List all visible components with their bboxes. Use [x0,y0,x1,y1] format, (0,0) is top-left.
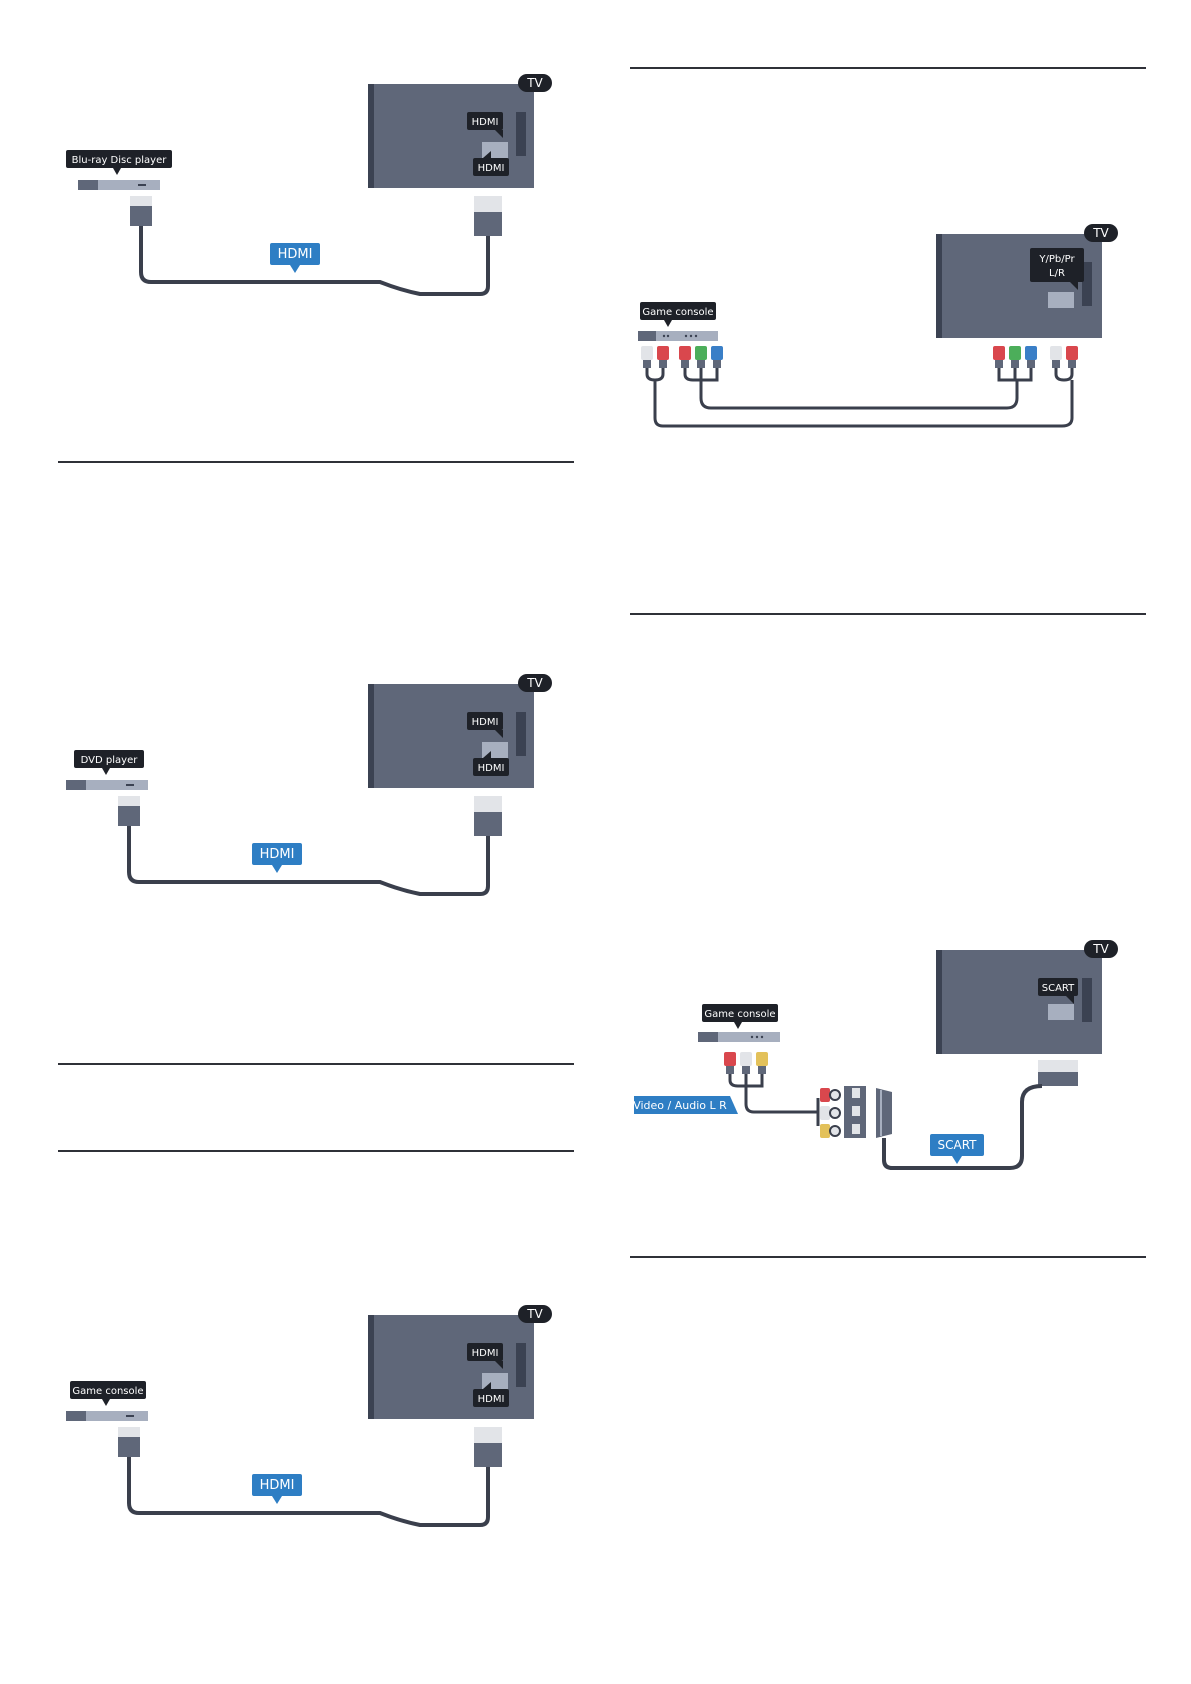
divider [630,67,1146,69]
game-console: Game console [638,302,718,341]
hdmi-plug-right-body [474,812,502,836]
tv-badge: TV [526,676,543,690]
tv-port-label-line1: Y/Pb/Pr [1038,254,1075,265]
cable-badge: HDMI [260,1478,295,1493]
bluray-player: Blu-ray Disc player [66,150,172,190]
hdmi-plug-left-body [118,1437,140,1457]
dvd-hdmi-diagram: HDMI HDMI TV DVD player HDMI [66,674,552,896]
game-console: Game console [66,1381,148,1421]
hdmi-plug-left [130,196,152,206]
tv-port-label: SCART [1042,983,1075,994]
cable-badge: HDMI [278,247,313,262]
rca-cable [728,1074,820,1126]
scart-plug-adapter [876,1088,892,1138]
tv: HDMI HDMI TV [368,1305,552,1419]
hdmi-plug-right [474,1427,502,1443]
hdmi-plug-left [118,1427,140,1437]
game-console-ypbpr-diagram: Y/Pb/Pr L/R TV Game console [638,224,1118,428]
tv-port-label-line2: L/R [1049,268,1065,279]
tv-badge: TV [1092,226,1109,240]
game-console: Game console [698,1004,780,1042]
tv-port-label-top: HDMI [472,1348,499,1359]
dvd-player: DVD player [66,750,148,790]
hdmi-plug-right-body [474,212,502,236]
cable-badge: SCART [938,1138,978,1152]
divider [58,461,574,463]
scart-cable [882,1084,1043,1170]
hdmi-cable [139,226,490,296]
tv-port-label-bottom: HDMI [478,1394,505,1405]
game-console-scart-diagram: SCART TV Game console Video / Audio L R [633,940,1118,1170]
tv: HDMI HDMI TV [368,74,552,188]
rca-plugs-tv [993,346,1078,368]
divider [630,613,1146,615]
device-label: Game console [642,307,713,318]
tv-port-label-top: HDMI [472,717,499,728]
hdmi-plug-left-body [130,206,152,226]
hdmi-cable [127,826,490,896]
hdmi-plug-left-body [118,806,140,826]
hdmi-plug-right [474,796,502,812]
bluray-hdmi-diagram: HDMI HDMI TV Blu-ray Disc player HDMI [66,74,552,296]
divider [58,1063,574,1065]
rca-plugs-device [724,1052,768,1074]
tv-port-label-bottom: HDMI [478,763,505,774]
adapter-label: Video / Audio L R [633,1099,727,1112]
device-label: DVD player [81,755,139,766]
tv: SCART TV [936,940,1118,1054]
hdmi-plug-left [118,796,140,806]
scart-plug-tv [1038,1060,1078,1086]
device-label: Game console [72,1386,143,1397]
game-console-hdmi-diagram: HDMI HDMI TV Game console HDMI [66,1305,552,1527]
scart-adapter-rca [820,1086,866,1138]
hdmi-plug-right [474,196,502,212]
tv-badge: TV [526,1307,543,1321]
tv: HDMI HDMI TV [368,674,552,788]
video-cable [683,368,1033,410]
tv-port-label-top: HDMI [472,117,499,128]
audio-cable [645,368,1074,428]
tv-badge: TV [526,76,543,90]
rca-plugs-device [641,346,723,368]
tv-port-label-bottom: HDMI [478,163,505,174]
divider [630,1256,1146,1258]
hdmi-plug-right-body [474,1443,502,1467]
cable-badge: HDMI [260,847,295,862]
divider [58,1150,574,1152]
tv-badge: TV [1092,942,1109,956]
device-label: Game console [704,1009,775,1020]
tv: Y/Pb/Pr L/R TV [936,224,1118,338]
device-label: Blu-ray Disc player [72,155,168,166]
hdmi-cable [127,1457,490,1527]
